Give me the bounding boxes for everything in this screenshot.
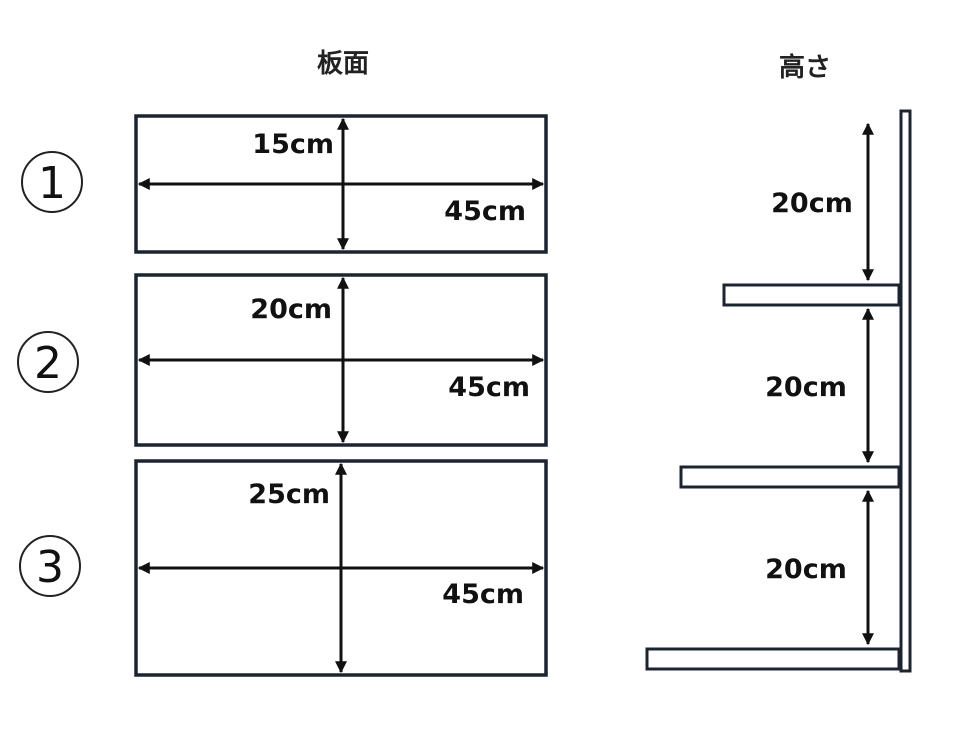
- side-view-shelf-3: [645, 647, 901, 671]
- height-heading: 高さ: [779, 52, 831, 83]
- board-number-circle-3: [19, 535, 81, 597]
- board-number-3: 3: [36, 542, 64, 593]
- shelf-gap-label-2: 20cm: [765, 372, 847, 403]
- board-1: 1 15cm 45cm: [21, 114, 548, 254]
- board-number-1: 1: [38, 158, 66, 209]
- board-depth-label-3: 25cm: [248, 479, 330, 510]
- board-number-2: 2: [34, 338, 62, 389]
- board-number-circle-2: [17, 331, 79, 393]
- board-depth-label-2: 20cm: [250, 294, 332, 325]
- board-3: 3 25cm 45cm: [19, 459, 548, 677]
- board-depth-label-1: 15cm: [252, 129, 334, 160]
- board-number-circle-1: [21, 151, 83, 213]
- side-view-shelf-1: [722, 283, 901, 307]
- board-width-label-3: 45cm: [442, 579, 524, 610]
- board-width-label-1: 45cm: [444, 196, 526, 227]
- side-view-shelf-2: [679, 465, 901, 489]
- board-width-label-2: 45cm: [448, 372, 530, 403]
- shelf-gap-label-3: 20cm: [765, 554, 847, 585]
- side-view-post: [899, 109, 912, 673]
- shelf-gap-label-1: 20cm: [771, 188, 853, 219]
- board-2: 2 20cm 45cm: [17, 273, 548, 447]
- board-face-heading: 板面: [317, 49, 369, 79]
